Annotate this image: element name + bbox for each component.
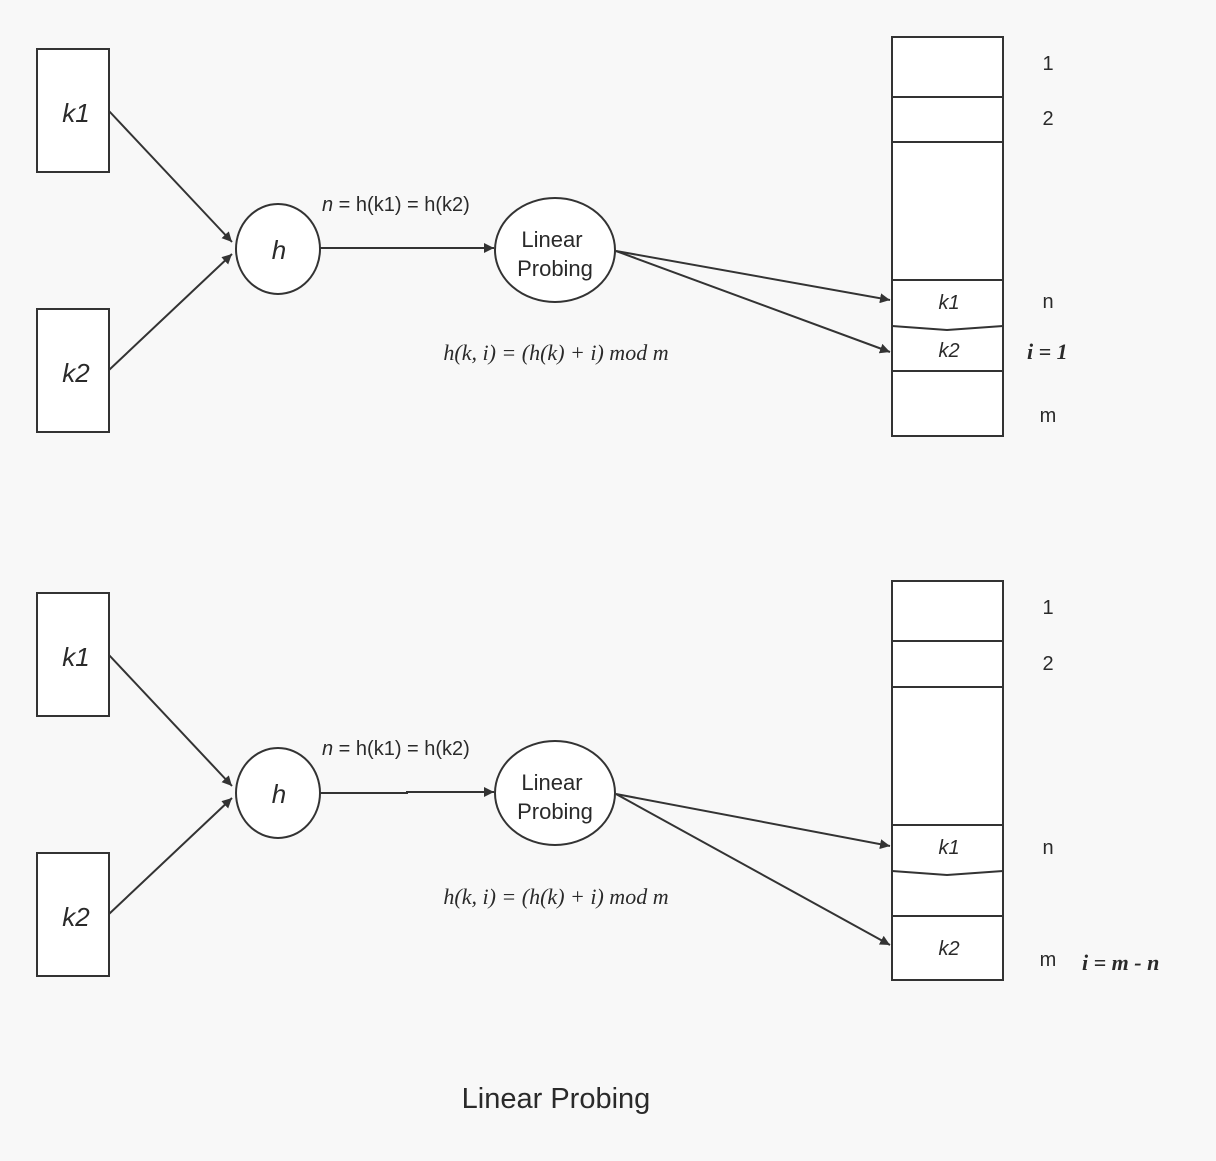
- hash-equation-rest: = h(k1) = h(k2): [333, 738, 470, 760]
- key-label-k2: k2: [62, 902, 90, 932]
- hash-equation: n = h(k1) = h(k2): [322, 738, 470, 760]
- hash-equation-var: n: [322, 738, 333, 760]
- arrow-probing-to-k1-slot: [615, 793, 891, 850]
- row-label-1: 1: [1042, 53, 1053, 75]
- hash-table-frame: [891, 580, 1004, 981]
- row-label-n: n: [1042, 837, 1053, 859]
- linear-probing-node: [494, 197, 616, 303]
- arrow-h-to-probing: [320, 787, 494, 797]
- probing-label-line2: Probing: [517, 256, 593, 281]
- hash-table: k1 k2: [891, 580, 1004, 981]
- row-label-1: 1: [1042, 597, 1053, 619]
- linear-probing-node: [494, 740, 616, 846]
- key-label-k2: k2: [62, 358, 90, 388]
- arrow-k1-to-h: [108, 654, 233, 787]
- table-cell-m: k2: [938, 938, 959, 960]
- table-cell-n: k1: [938, 837, 959, 859]
- hash-table: k1 k2: [891, 36, 1004, 437]
- hash-equation: n = h(k1) = h(k2): [322, 194, 470, 216]
- arrow-probing-to-k1-slot: [615, 250, 891, 304]
- arrow-probing-to-k2-slot: [615, 793, 891, 946]
- panel-1: k1 k2 h n = h(k1) = h(k2) Linear Probing…: [36, 36, 1068, 437]
- table-cell-n: k1: [938, 292, 959, 314]
- hash-table-frame: [891, 36, 1004, 437]
- row-label-2: 2: [1042, 108, 1053, 130]
- panel-2: k1 k2 h n = h(k1) = h(k2) Linear Probing…: [36, 580, 1159, 981]
- row-label-n: n: [1042, 291, 1053, 313]
- row-label-2: 2: [1042, 653, 1053, 675]
- arrow-k2-to-h: [108, 797, 233, 915]
- probe-formula: h(k, i) = (h(k) + i) mod m: [443, 884, 668, 909]
- probing-label-line2: Probing: [517, 799, 593, 824]
- arrow-k1-to-h: [108, 110, 233, 243]
- probing-label-line1: Linear: [521, 770, 582, 795]
- table-divider: [891, 325, 1004, 332]
- key-box-k2: [36, 852, 110, 977]
- hash-equation-rest: = h(k1) = h(k2): [333, 194, 470, 216]
- diagram-caption: Linear Probing: [462, 1083, 651, 1115]
- table-divider: [891, 870, 1004, 877]
- arrow-k2-to-h: [108, 253, 233, 371]
- table-cell-n-plus-1: k2: [938, 340, 959, 362]
- probe-step-note: i = 1: [1027, 339, 1068, 364]
- key-box-k1: [36, 592, 110, 717]
- probing-label-line1: Linear: [521, 227, 582, 252]
- key-label-k1: k1: [62, 98, 89, 128]
- hash-equation-var: n: [322, 194, 333, 216]
- row-label-m: m: [1040, 405, 1057, 427]
- key-box-k2: [36, 308, 110, 433]
- arrow-probing-to-k2-slot: [615, 250, 891, 354]
- key-box-k1: [36, 48, 110, 173]
- probe-formula: h(k, i) = (h(k) + i) mod m: [443, 340, 668, 365]
- hash-function-label: h: [272, 235, 286, 265]
- row-label-m: m: [1040, 949, 1057, 971]
- hash-function-label: h: [272, 779, 286, 809]
- key-label-k1: k1: [62, 642, 89, 672]
- probe-step-note: i = m - n: [1082, 950, 1159, 975]
